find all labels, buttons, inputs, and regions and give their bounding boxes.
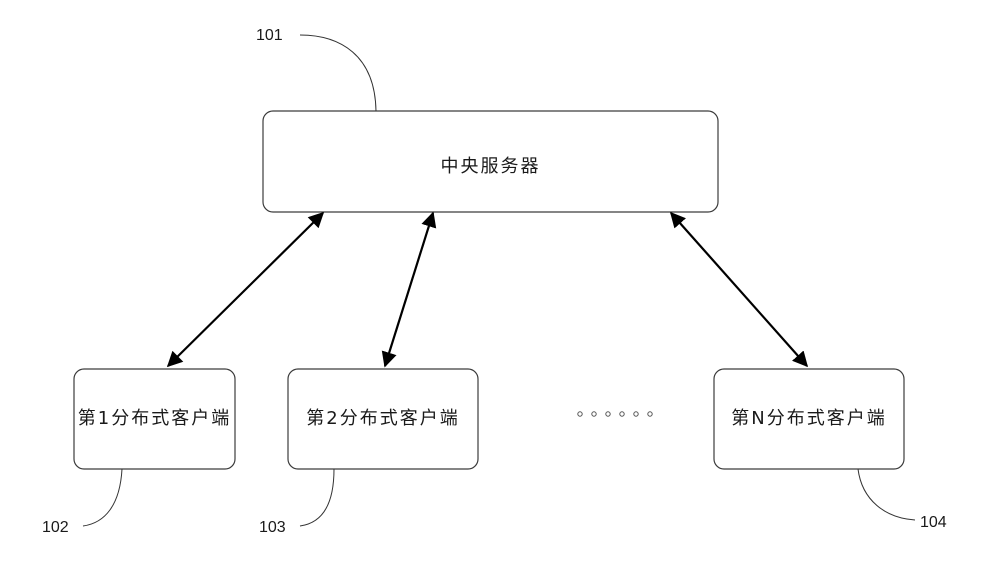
link-server-client-n	[669, 211, 809, 368]
client-1-box	[73, 368, 236, 470]
ellipsis	[577, 411, 653, 417]
client-1-node: 第1分布式客户端	[73, 368, 236, 470]
central-server-box	[262, 110, 719, 213]
client-n-ref-label: 104	[920, 514, 947, 531]
client-n-ref-leader	[857, 468, 916, 521]
server-ref-leader	[299, 34, 377, 112]
ellipsis-dot	[619, 411, 625, 417]
ellipsis-dot	[577, 411, 583, 417]
ellipsis-dot	[591, 411, 597, 417]
client-2-box	[287, 368, 479, 470]
central-server-label: 中央服务器	[441, 156, 541, 177]
server-ref-label: 101	[256, 27, 283, 44]
ellipsis-dot	[647, 411, 653, 417]
client-n-box	[713, 368, 905, 470]
client-n-label: 第N分布式客户端	[731, 408, 886, 429]
client-2-ref-label: 103	[259, 519, 286, 536]
link-server-client-1	[166, 211, 325, 368]
client-1-ref-label: 102	[42, 519, 69, 536]
client-2-ref-leader	[299, 468, 335, 527]
client-1-ref-leader	[82, 468, 123, 527]
ellipsis-dot	[605, 411, 611, 417]
client-2-label: 第2分布式客户端	[306, 408, 459, 429]
ellipsis-dot	[633, 411, 639, 417]
link-server-client-2	[381, 211, 437, 368]
client-1-label: 第1分布式客户端	[78, 408, 231, 429]
client-n-node: 第N分布式客户端	[713, 368, 905, 470]
central-server-node: 中央服务器	[262, 110, 719, 213]
client-2-node: 第2分布式客户端	[287, 368, 479, 470]
